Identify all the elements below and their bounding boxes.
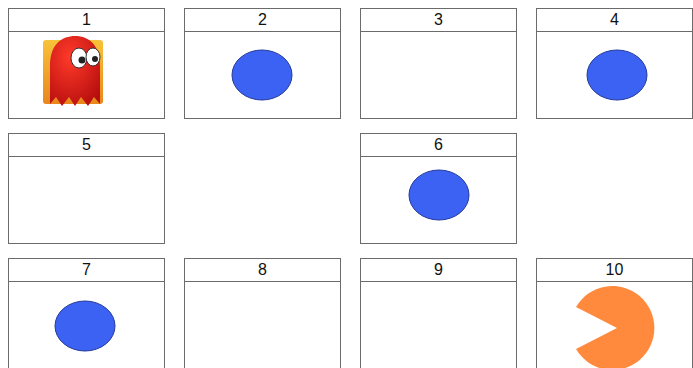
cell-number: 3: [434, 11, 443, 28]
grid-cell: 5: [8, 133, 165, 244]
pac-dot: [587, 50, 647, 100]
pac-dot: [232, 50, 292, 100]
grid-cell: 10: [536, 258, 693, 368]
cell-header: 6: [361, 134, 516, 157]
cell-header: 7: [9, 259, 164, 282]
cell-number: 10: [606, 261, 624, 278]
cell-header: 1: [9, 9, 164, 32]
grid-cell: 2: [184, 8, 341, 119]
ghost-icon: [43, 36, 103, 106]
cell-number: 4: [610, 11, 619, 28]
cell-number: 2: [258, 11, 267, 28]
grid-cell: 1: [8, 8, 165, 119]
grid-cell: 3: [360, 8, 517, 119]
cell-header: 3: [361, 9, 516, 32]
cell-header: 9: [361, 259, 516, 282]
cell-number: 6: [434, 136, 443, 153]
cell-header: 10: [537, 259, 692, 282]
pac-dot: [409, 170, 469, 220]
cell-header: 4: [537, 9, 692, 32]
cell-number: 9: [434, 261, 443, 278]
cell-number: 5: [82, 136, 91, 153]
grid-cell: 8: [184, 258, 341, 368]
grid-cell: 4: [536, 8, 693, 119]
cell-header: 8: [185, 259, 340, 282]
grid-cell: 7: [8, 258, 165, 368]
cell-number: 8: [258, 261, 267, 278]
pacman-icon: [576, 286, 654, 368]
pac-dot: [55, 301, 115, 351]
grid-cell: 9: [360, 258, 517, 368]
cell-number: 1: [82, 11, 91, 28]
cell-header: 5: [9, 134, 164, 157]
cell-number: 7: [82, 261, 91, 278]
grid-cell: 6: [360, 133, 517, 244]
cell-header: 2: [185, 9, 340, 32]
